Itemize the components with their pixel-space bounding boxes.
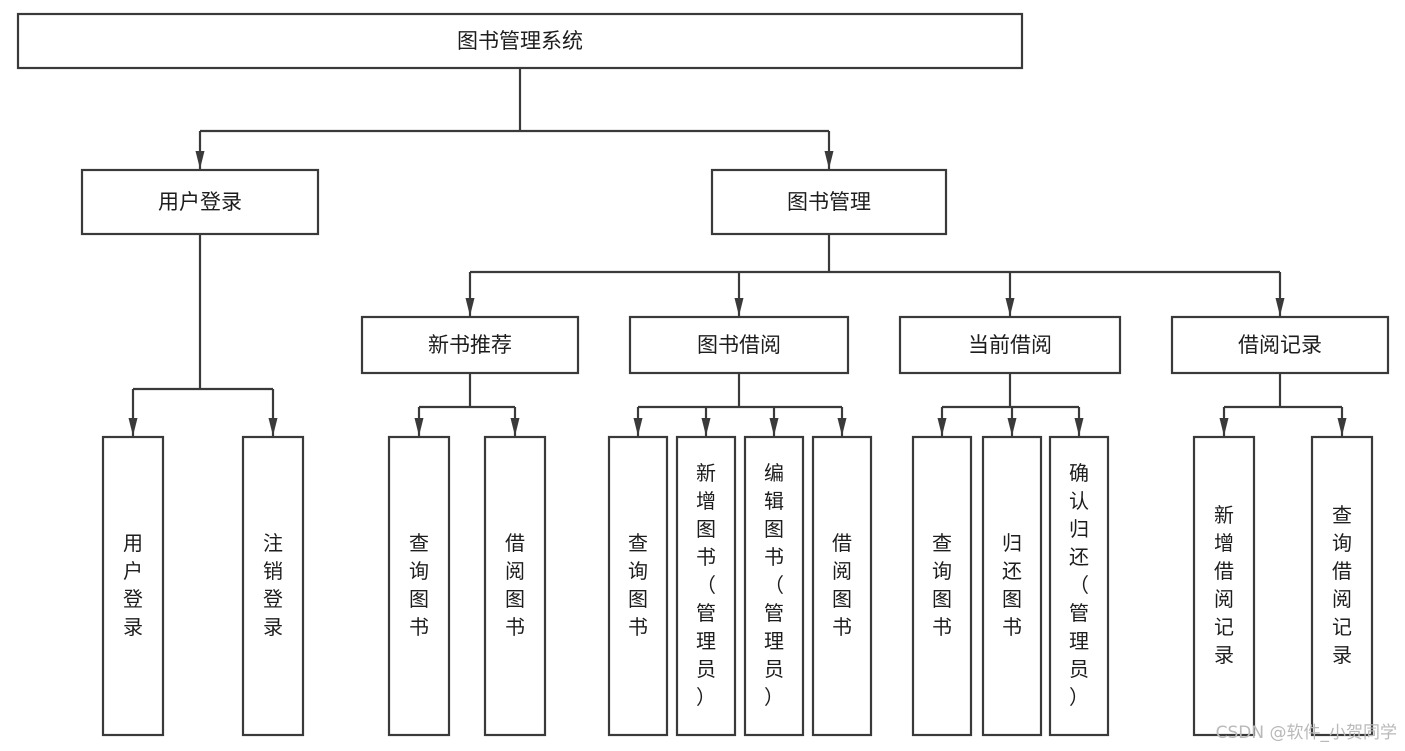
node-leaf-query-book-recommend-box[interactable] [387,435,451,737]
node-leaf-query-book-borrow[interactable]: 查询图书 [607,435,669,737]
node-leaf-query-book-recommend-label: 查询图书 [409,531,429,639]
node-leaf-borrow-book[interactable]: 借阅图书 [811,435,873,737]
node-user-login[interactable]: 用户登录 [80,168,320,236]
node-new-book-recommend-box[interactable] [360,315,580,375]
arrow-head-icon [633,418,643,436]
node-leaf-query-book-borrow-box[interactable] [607,435,669,737]
arrow-head-icon [1005,298,1015,316]
node-layer: 图书管理系统用户登录图书管理新书推荐图书借阅当前借阅借阅记录用户登录注销登录查询… [16,12,1390,737]
arrow-head-icon [128,418,138,436]
node-leaf-logout-login-box[interactable] [241,435,305,737]
arrow-head-icon [1337,418,1347,436]
node-leaf-query-book-current[interactable]: 查询图书 [911,435,973,737]
node-leaf-query-book-recommend[interactable]: 查询图书 [387,435,451,737]
node-borrow-records[interactable]: 借阅记录 [1170,315,1390,375]
node-borrow-records-box[interactable] [1170,315,1390,375]
arrow-head-icon [195,151,205,169]
arrow-head-icon [268,418,278,436]
node-leaf-add-borrow-record[interactable]: 新增借阅记录 [1192,435,1256,737]
node-leaf-add-borrow-record-label: 新增借阅记录 [1214,503,1234,667]
arrow-head-icon [465,298,475,316]
node-book-management[interactable]: 图书管理 [710,168,948,236]
arrow-head-icon [510,418,520,436]
node-leaf-return-book-label: 归还图书 [1002,531,1022,639]
arrow-head-icon [734,298,744,316]
arrow-head-icon [837,418,847,436]
node-new-book-recommend[interactable]: 新书推荐 [360,315,580,375]
node-leaf-confirm-return-admin-box[interactable] [1048,435,1110,737]
node-leaf-add-borrow-record-box[interactable] [1192,435,1256,737]
node-leaf-edit-book-admin-label: 编辑图书（管理员） [764,461,784,709]
csdn-watermark: CSDN @软件_小贺同学 [1215,723,1397,743]
node-leaf-return-book[interactable]: 归还图书 [981,435,1043,737]
node-leaf-edit-book-admin-box[interactable] [743,435,805,737]
node-leaf-query-book-borrow-label: 查询图书 [628,531,648,639]
node-leaf-user-login-box[interactable] [101,435,165,737]
node-leaf-confirm-return-admin[interactable]: 确认归还（管理员） [1048,435,1110,737]
node-book-borrow[interactable]: 图书借阅 [628,315,850,375]
arrow-head-icon [937,418,947,436]
node-new-book-recommend-label: 新书推荐 [428,333,512,357]
node-root-box[interactable] [16,12,1024,70]
node-borrow-records-label: 借阅记录 [1238,333,1322,357]
node-leaf-add-book-admin[interactable]: 新增图书（管理员） [675,435,737,737]
node-current-borrow-label: 当前借阅 [968,333,1052,357]
node-leaf-query-borrow-record-label: 查询借阅记录 [1332,503,1352,667]
node-leaf-add-book-admin-box[interactable] [675,435,737,737]
node-root[interactable]: 图书管理系统 [16,12,1024,70]
node-leaf-borrow-book-box[interactable] [811,435,873,737]
arrow-head-icon [701,418,711,436]
node-leaf-logout-login[interactable]: 注销登录 [241,435,305,737]
node-leaf-user-login[interactable]: 用户登录 [101,435,165,737]
node-book-borrow-box[interactable] [628,315,850,375]
node-leaf-user-login-label: 用户登录 [123,531,143,639]
node-leaf-query-book-current-box[interactable] [911,435,973,737]
arrow-head-icon [1275,298,1285,316]
node-leaf-add-book-admin-label: 新增图书（管理员） [696,461,716,709]
node-book-management-label: 图书管理 [787,190,871,214]
node-current-borrow[interactable]: 当前借阅 [898,315,1122,375]
arrow-head-icon [1007,418,1017,436]
arrow-head-icon [1219,418,1229,436]
arrow-head-icon [414,418,424,436]
node-leaf-borrow-book-recommend-label: 借阅图书 [505,531,525,639]
arrow-head-icon [824,151,834,169]
node-user-login-label: 用户登录 [158,190,242,214]
connector-layer [128,68,1347,436]
node-current-borrow-box[interactable] [898,315,1122,375]
node-user-login-box[interactable] [80,168,320,236]
node-leaf-confirm-return-admin-label: 确认归还（管理员） [1069,461,1089,709]
node-leaf-borrow-book-recommend[interactable]: 借阅图书 [483,435,547,737]
node-leaf-borrow-book-recommend-box[interactable] [483,435,547,737]
node-book-borrow-label: 图书借阅 [697,333,781,357]
node-book-management-box[interactable] [710,168,948,236]
node-leaf-borrow-book-label: 借阅图书 [832,531,852,639]
arrow-head-icon [1074,418,1084,436]
node-leaf-query-borrow-record[interactable]: 查询借阅记录 [1310,435,1374,737]
node-leaf-logout-login-label: 注销登录 [263,531,283,639]
node-root-label: 图书管理系统 [457,29,583,53]
node-leaf-return-book-box[interactable] [981,435,1043,737]
node-leaf-edit-book-admin[interactable]: 编辑图书（管理员） [743,435,805,737]
node-leaf-query-book-current-label: 查询图书 [932,531,952,639]
arrow-head-icon [769,418,779,436]
node-leaf-query-borrow-record-box[interactable] [1310,435,1374,737]
